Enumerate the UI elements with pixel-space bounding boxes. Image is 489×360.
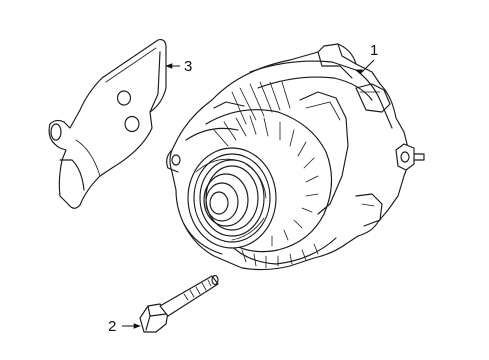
callout-label-alternator: 1 <box>370 42 378 59</box>
callout-bolt: 2 <box>108 318 141 335</box>
callout-label-bolt: 2 <box>108 318 116 335</box>
bracket-part[interactable] <box>48 39 167 209</box>
callout-alternator: 1 <box>355 42 378 75</box>
callout-bracket: 3 <box>165 58 192 75</box>
alternator-part[interactable] <box>166 43 425 271</box>
callout-label-bracket: 3 <box>184 58 192 75</box>
leader-line-alternator <box>355 59 375 75</box>
bolt-part[interactable] <box>139 274 219 333</box>
